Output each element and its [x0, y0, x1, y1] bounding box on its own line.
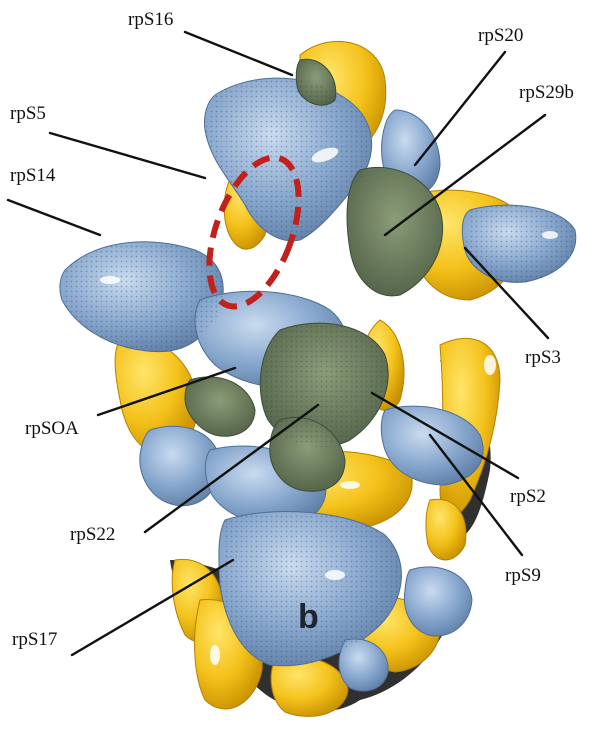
label-rpS20: rpS20 [478, 25, 523, 46]
leader-rpS5 [50, 133, 205, 178]
label-rpSOA: rpSOA [25, 418, 79, 439]
leader-rpS14 [8, 200, 100, 235]
label-rpS16: rpS16 [128, 9, 173, 30]
leader-rpS20 [415, 52, 505, 165]
label-rpS17: rpS17 [12, 629, 57, 650]
label-rpS2: rpS2 [510, 486, 546, 507]
label-rpS5: rpS5 [10, 103, 46, 124]
label-rpS22: rpS22 [70, 524, 115, 545]
label-rpS9: rpS9 [505, 565, 541, 586]
panel-letter: b [298, 598, 319, 636]
label-rpS29b: rpS29b [519, 82, 574, 103]
label-rpS3: rpS3 [525, 347, 561, 368]
leader-rpS16 [185, 32, 292, 75]
label-rpS14: rpS14 [10, 165, 56, 186]
